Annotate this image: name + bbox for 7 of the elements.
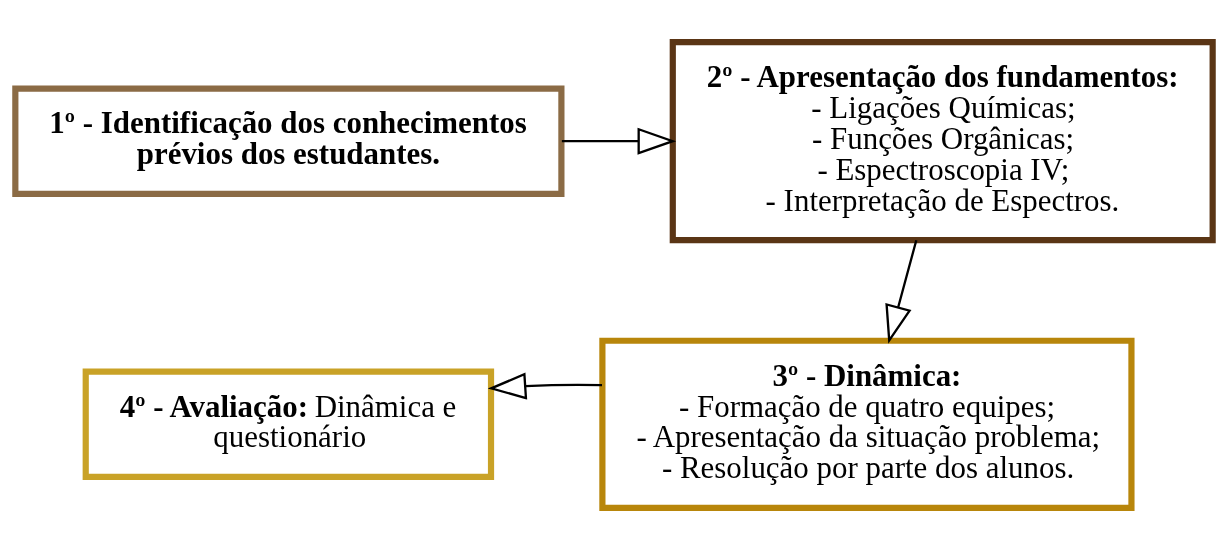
node-box: 2º - Apresentação dos fundamentos: - Ligações Químicas; - Funções Orgânicas; - Espectroscopia IV; - Interpretação de Espectros. [669, 39, 1216, 244]
node-box: 4º - Avaliação: Dinâmica e questionário [82, 368, 495, 480]
node-box: 1º - Identificação dos conhecimentos prévios dos estudantes. [12, 85, 565, 197]
arrow [487, 372, 603, 400]
arrow [885, 239, 918, 344]
node-box: 3º - Dinâmica: - Formação de quatro equipes; - Apresentação da situação problema; - Resolução por parte dos alunos. [599, 337, 1135, 511]
arrow [561, 127, 677, 155]
